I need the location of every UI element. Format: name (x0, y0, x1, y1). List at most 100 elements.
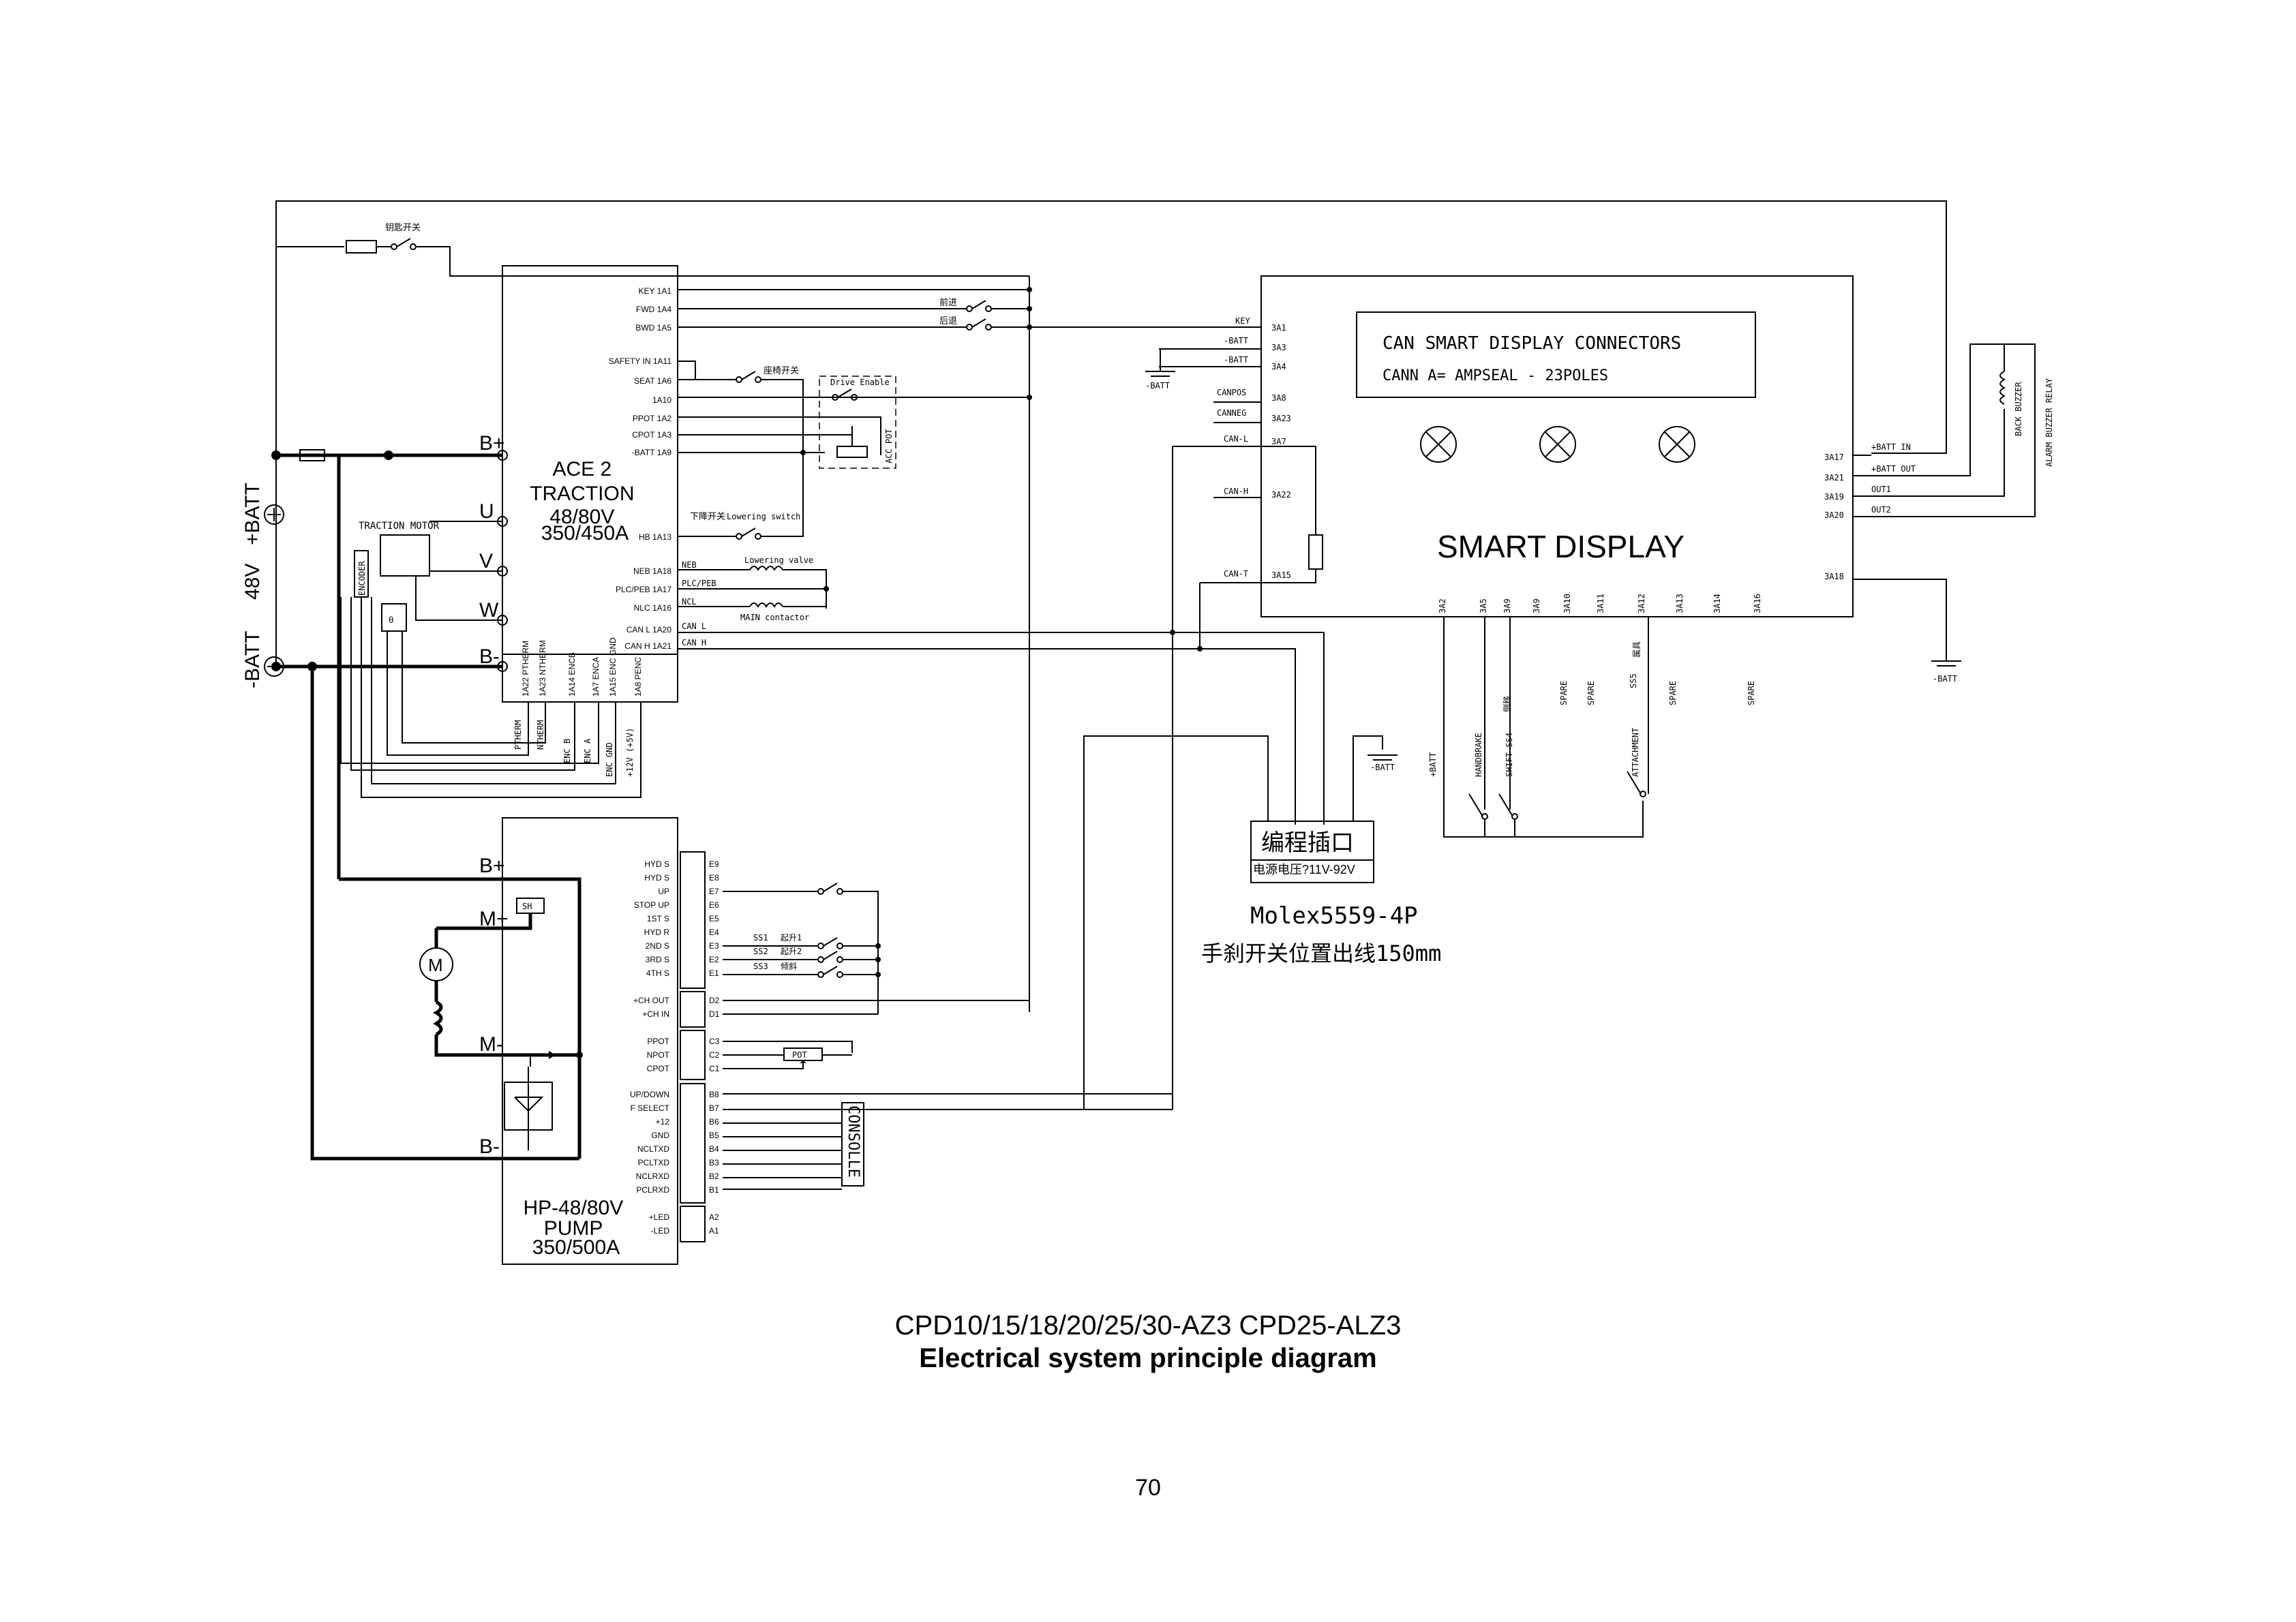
svg-text:F SELECT: F SELECT (631, 1103, 670, 1113)
svg-text:1ST S: 1ST S (647, 914, 669, 923)
ss-labels: SS1 SS2 SS3 起升1 起升2 倾斜 (753, 933, 802, 971)
svg-text:+BATT: +BATT (241, 483, 264, 545)
svg-text:CPOT: CPOT (647, 1064, 670, 1073)
svg-text:B6: B6 (709, 1117, 719, 1127)
models-caption: CPD10/15/18/20/25/30-AZ3 CPD25-ALZ3 (895, 1311, 1402, 1341)
svg-text:BACK BUZZER: BACK BUZZER (2014, 382, 2023, 436)
caption: CPD10/15/18/20/25/30-AZ3 CPD25-ALZ3 Elec… (895, 1311, 1402, 1501)
forward-label: 前进 (939, 297, 957, 307)
svg-text:ENC B: ENC B (562, 739, 572, 763)
pin-label: CAN H 1A21 (624, 641, 671, 651)
svg-text:起升1: 起升1 (781, 933, 802, 943)
svg-text:OUT2: OUT2 (1871, 505, 1891, 515)
lowering-switch-label: Lowering switch (727, 512, 800, 521)
svg-text:SPARE: SPARE (1668, 681, 1678, 705)
traction-motor-label: TRACTION MOTOR (359, 521, 440, 532)
drive-enable-label: Drive Enable (830, 378, 890, 387)
svg-text:U: U (479, 500, 494, 523)
svg-text:D1: D1 (709, 1009, 720, 1019)
pump-controller: HP-48/80V PUMP 350/500A B+ M+ M- B- SH M (310, 455, 678, 1265)
svg-text:B2: B2 (709, 1172, 719, 1181)
svg-text:SS1: SS1 (753, 933, 768, 943)
svg-text:E3: E3 (709, 941, 719, 951)
pin-label: FWD 1A4 (636, 305, 671, 314)
svg-text:1A14 ENCB: 1A14 ENCB (567, 652, 577, 697)
svg-text:3A10: 3A10 (1562, 594, 1572, 613)
sh-label: SH (522, 902, 532, 911)
svg-text:HYD R: HYD R (644, 928, 670, 937)
svg-text:48V: 48V (241, 564, 264, 600)
svg-text:D2: D2 (709, 996, 720, 1005)
pin-label: SAFETY IN 1A11 (609, 356, 672, 366)
svg-text:4TH S: 4TH S (646, 968, 669, 978)
pump-group4-pins: B8 B7 B6 B5 B4 B3 B2 B1 (709, 1090, 719, 1195)
svg-text:3A2: 3A2 (1438, 598, 1447, 613)
svg-text:1A8 PENC: 1A8 PENC (633, 657, 643, 697)
svg-text:PCLTXD: PCLTXD (638, 1158, 670, 1167)
display-header-2: CANN A= AMPSEAL - 23POLES (1383, 367, 1608, 384)
svg-text:E1: E1 (709, 968, 719, 978)
svg-text:STOP UP: STOP UP (634, 900, 669, 910)
svg-text:3A12: 3A12 (1637, 594, 1646, 613)
svg-text:E6: E6 (709, 900, 719, 910)
pump-group2-labels: +CH OUT +CH IN (633, 996, 670, 1019)
svg-text:B8: B8 (709, 1090, 719, 1099)
main-contactor-label: MAIN contactor (740, 613, 809, 622)
svg-text:+12V (+5V): +12V (+5V) (625, 728, 635, 777)
display-bottom-labels: HANDBRAKE SHIFT SS4 SPARE SPARE SS5 ATTA… (1474, 641, 1756, 777)
ace2-outside-labels: PTHERM NTHERM ENC B ENC A ENC GND +12V (… (513, 720, 635, 777)
svg-text:3A1: 3A1 (1271, 323, 1286, 333)
svg-text:B-: B- (479, 645, 500, 668)
display-left-gnd: -BATT (1145, 381, 1170, 391)
pump-group3-labels: PPOT NPOT CPOT (647, 1037, 670, 1073)
svg-text:3A19: 3A19 (1824, 492, 1844, 502)
svg-text:ENC GND: ENC GND (605, 742, 614, 777)
svg-text:3A14: 3A14 (1712, 594, 1722, 613)
svg-text:HANDBRAKE: HANDBRAKE (1474, 733, 1483, 777)
svg-text:1A23 NTHERM: 1A23 NTHERM (538, 640, 547, 697)
svg-text:ENC A: ENC A (583, 738, 592, 763)
svg-text:3A20: 3A20 (1824, 510, 1844, 520)
display-left-pins: 3A1 3A3 3A4 3A8 3A23 3A7 3A22 3A15 (1271, 323, 1291, 580)
pin-label: CPOT 1A3 (632, 430, 671, 440)
acc-pot-label: ACC POT (884, 429, 894, 463)
pot-label: POT (792, 1050, 807, 1060)
svg-text:PCLRXD: PCLRXD (636, 1185, 669, 1195)
display-left-signals: KEY -BATT -BATT CANPOS CANNEG CAN-L CAN-… (1217, 316, 1250, 579)
key-switch-label: 钥匙开关 (385, 222, 421, 232)
smart-display: CAN SMART DISPLAY CONNECTORS CANN A= AMP… (1029, 275, 2054, 1110)
svg-text:B7: B7 (709, 1103, 719, 1113)
svg-text:SPARE: SPARE (1559, 681, 1569, 705)
svg-text:W: W (479, 599, 499, 622)
svg-text:A2: A2 (709, 1212, 719, 1222)
svg-text:-LED: -LED (651, 1226, 670, 1236)
svg-text:E2: E2 (709, 955, 719, 964)
svg-text:CAN-H: CAN-H (1224, 487, 1248, 496)
diagram-title: Electrical system principle diagram (919, 1343, 1376, 1373)
svg-text:M-: M- (479, 1033, 503, 1056)
svg-text:PLC/PEB: PLC/PEB (682, 579, 716, 588)
svg-text:侧移: 侧移 (1502, 696, 1512, 712)
svg-text:CANPOS: CANPOS (1217, 388, 1246, 397)
pin-label: KEY 1A1 (639, 286, 672, 296)
svg-text:C3: C3 (709, 1037, 720, 1046)
svg-text:+CH OUT: +CH OUT (633, 996, 670, 1005)
encoder-label: ENCODER (357, 561, 367, 596)
svg-text:3A18: 3A18 (1824, 572, 1844, 581)
svg-text:3A16: 3A16 (1753, 594, 1762, 613)
svg-text:3A7: 3A7 (1271, 437, 1286, 446)
svg-text:B4: B4 (709, 1144, 719, 1154)
pump-group5-labels: +LED -LED (649, 1212, 670, 1236)
pin-label: SEAT 1A6 (634, 376, 671, 386)
svg-text:UP: UP (658, 887, 669, 896)
pump-group1-pins: E9 E8 E7 E6 E5 E4 E3 E2 E1 (709, 859, 719, 978)
svg-text:3A21: 3A21 (1824, 473, 1844, 483)
ace2-signal-wires: 前进 后退 座椅开关 Drive Enable ACC POT 下降开 (678, 276, 1325, 1012)
handbrake-note: 手刹开关位置出线150mm (1201, 940, 1441, 966)
ace2-title: ACE 2 TRACTION 48/80V 350/450A (530, 458, 640, 545)
svg-text:倾斜: 倾斜 (781, 962, 797, 971)
page-number: 70 (1135, 1475, 1161, 1501)
svg-text:-BATT: -BATT (1224, 336, 1248, 346)
svg-text:C2: C2 (709, 1050, 720, 1060)
pump-group5-pins: A2 A1 (709, 1212, 719, 1236)
